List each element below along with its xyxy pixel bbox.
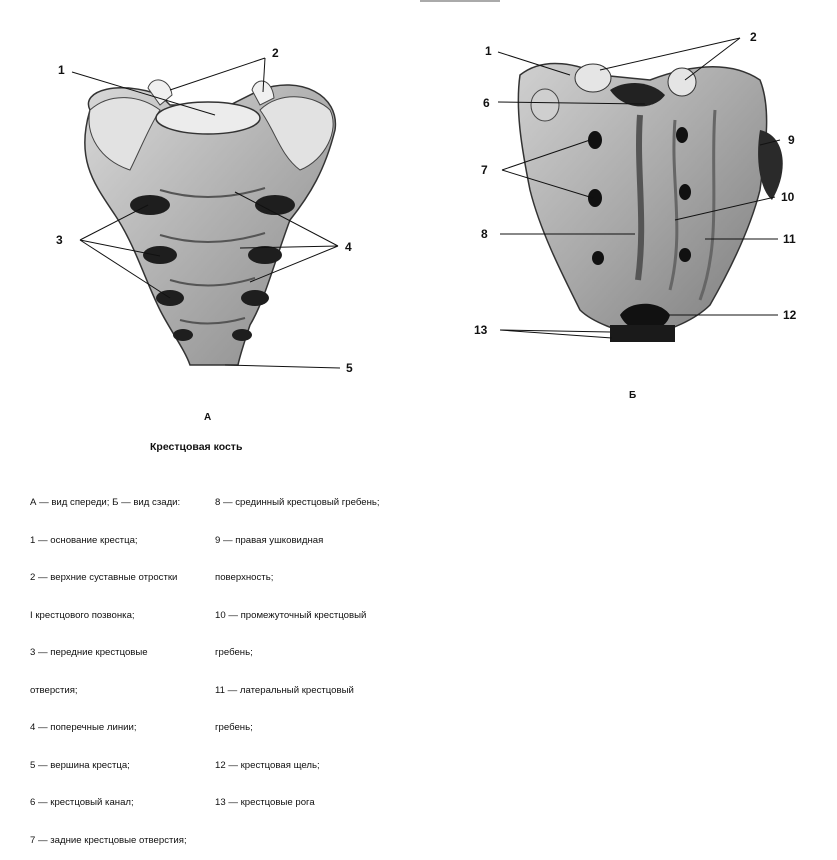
anterior-sacral-foramen <box>255 195 295 215</box>
panel-label-a: А <box>204 412 212 423</box>
legend-entry: поверхность; <box>215 572 274 583</box>
posterior-sacral-foramen <box>676 127 688 143</box>
posterior-sacral-foramen <box>592 251 604 265</box>
posterior-sacral-foramen <box>588 131 602 149</box>
legend-entry: 2 — верхние суставные отростки <box>30 572 178 583</box>
left-superior-articular-process <box>147 79 173 106</box>
label-b-8: 8 <box>481 227 488 241</box>
leader-lines <box>497 37 781 339</box>
right-ala <box>259 96 334 171</box>
legend-entry: 12 — крестцовая щель; <box>215 759 320 771</box>
scan-artifact <box>420 0 500 2</box>
label-b-12: 12 <box>783 308 797 322</box>
transverse-line <box>159 232 266 244</box>
anterior-sacral-foramen <box>241 290 269 306</box>
legend-entry: отверстия; <box>30 684 78 696</box>
posterior-sacral-foramen <box>679 184 691 200</box>
label-b-11: 11 <box>783 232 796 246</box>
sacral-hiatus <box>620 303 670 332</box>
label-a-5: 5 <box>346 361 353 375</box>
sacral-canal <box>610 83 665 107</box>
anterior-sacral-foramen <box>143 246 177 264</box>
legend-entry: 4 — поперечные линии; <box>30 722 137 733</box>
legend-entry: 5 — вершина крестца; <box>30 759 130 771</box>
label-b-6: 6 <box>483 96 490 110</box>
median-sacral-crest <box>635 114 645 281</box>
label-a-1: 1 <box>58 63 65 77</box>
legend-entry: 11 — латеральный крестцовый <box>215 684 354 696</box>
legend-entry: I крестцового позвонка; <box>30 609 135 621</box>
left-sacral-wing-detail <box>530 88 560 122</box>
legend-entry: А — вид спереди; Б — вид сзади: <box>30 497 181 508</box>
legend-entry: 6 — крестцовый канал; <box>30 797 134 808</box>
anterior-sacral-foramen <box>232 329 252 341</box>
posterior-sacral-foramen <box>679 248 691 262</box>
label-a-3: 3 <box>56 233 63 247</box>
anterior-sacral-foramen <box>248 246 282 264</box>
panel-label-b: Б <box>629 390 637 401</box>
figure-title: Крестцовая кость <box>150 441 243 453</box>
label-b-9: 9 <box>788 133 795 147</box>
intermediate-sacral-crest <box>668 119 679 291</box>
legend-entry: 10 — промежуточный крестцовый <box>215 609 367 621</box>
left-ala <box>88 97 161 171</box>
legend-entry: 7 — задние крестцовые отверстия; <box>30 834 187 846</box>
label-b-7: 7 <box>481 163 488 177</box>
transverse-line <box>179 317 246 325</box>
legend-left: А — вид спереди; Б — вид сзади: 1 — осно… <box>30 472 215 860</box>
label-b-10: 10 <box>781 190 795 204</box>
transverse-line <box>169 277 256 287</box>
legend-entry: 3 — передние крестцовые <box>30 647 148 658</box>
sacral-cornua-base <box>610 325 675 342</box>
legend-entry: 8 — срединный крестцовый гребень; <box>215 497 380 508</box>
legend-entry: 9 — правая ушковидная <box>215 534 324 546</box>
lateral-sacral-crest <box>698 109 717 301</box>
legend-entry: 1 — основание крестца; <box>30 534 138 546</box>
transverse-line <box>159 187 266 199</box>
right-superior-articular-process <box>251 80 275 106</box>
label-b-2: 2 <box>750 30 757 44</box>
legend-right: 8 — срединный крестцовый гребень; 9 — пр… <box>215 472 415 822</box>
superior-articular-process <box>667 67 697 97</box>
anterior-sacral-foramen <box>130 195 170 215</box>
label-b-13: 13 <box>474 323 488 337</box>
label-a-4: 4 <box>345 240 352 254</box>
legend-entry: 13 — крестцовые рога <box>215 797 315 808</box>
leader-lines <box>71 57 341 369</box>
posterior-sacral-foramen <box>588 189 602 207</box>
superior-articular-process <box>574 63 612 93</box>
auricular-surface <box>758 130 783 200</box>
legend-entry: гребень; <box>215 722 253 733</box>
sacrum-posterior-view <box>497 37 783 342</box>
label-b-1: 1 <box>485 44 492 58</box>
anterior-sacral-foramen <box>173 329 193 341</box>
sacral-base <box>155 101 261 135</box>
legend-entry: гребень; <box>215 647 253 658</box>
sacrum-anterior-view <box>71 57 341 369</box>
label-a-2: 2 <box>272 46 279 60</box>
